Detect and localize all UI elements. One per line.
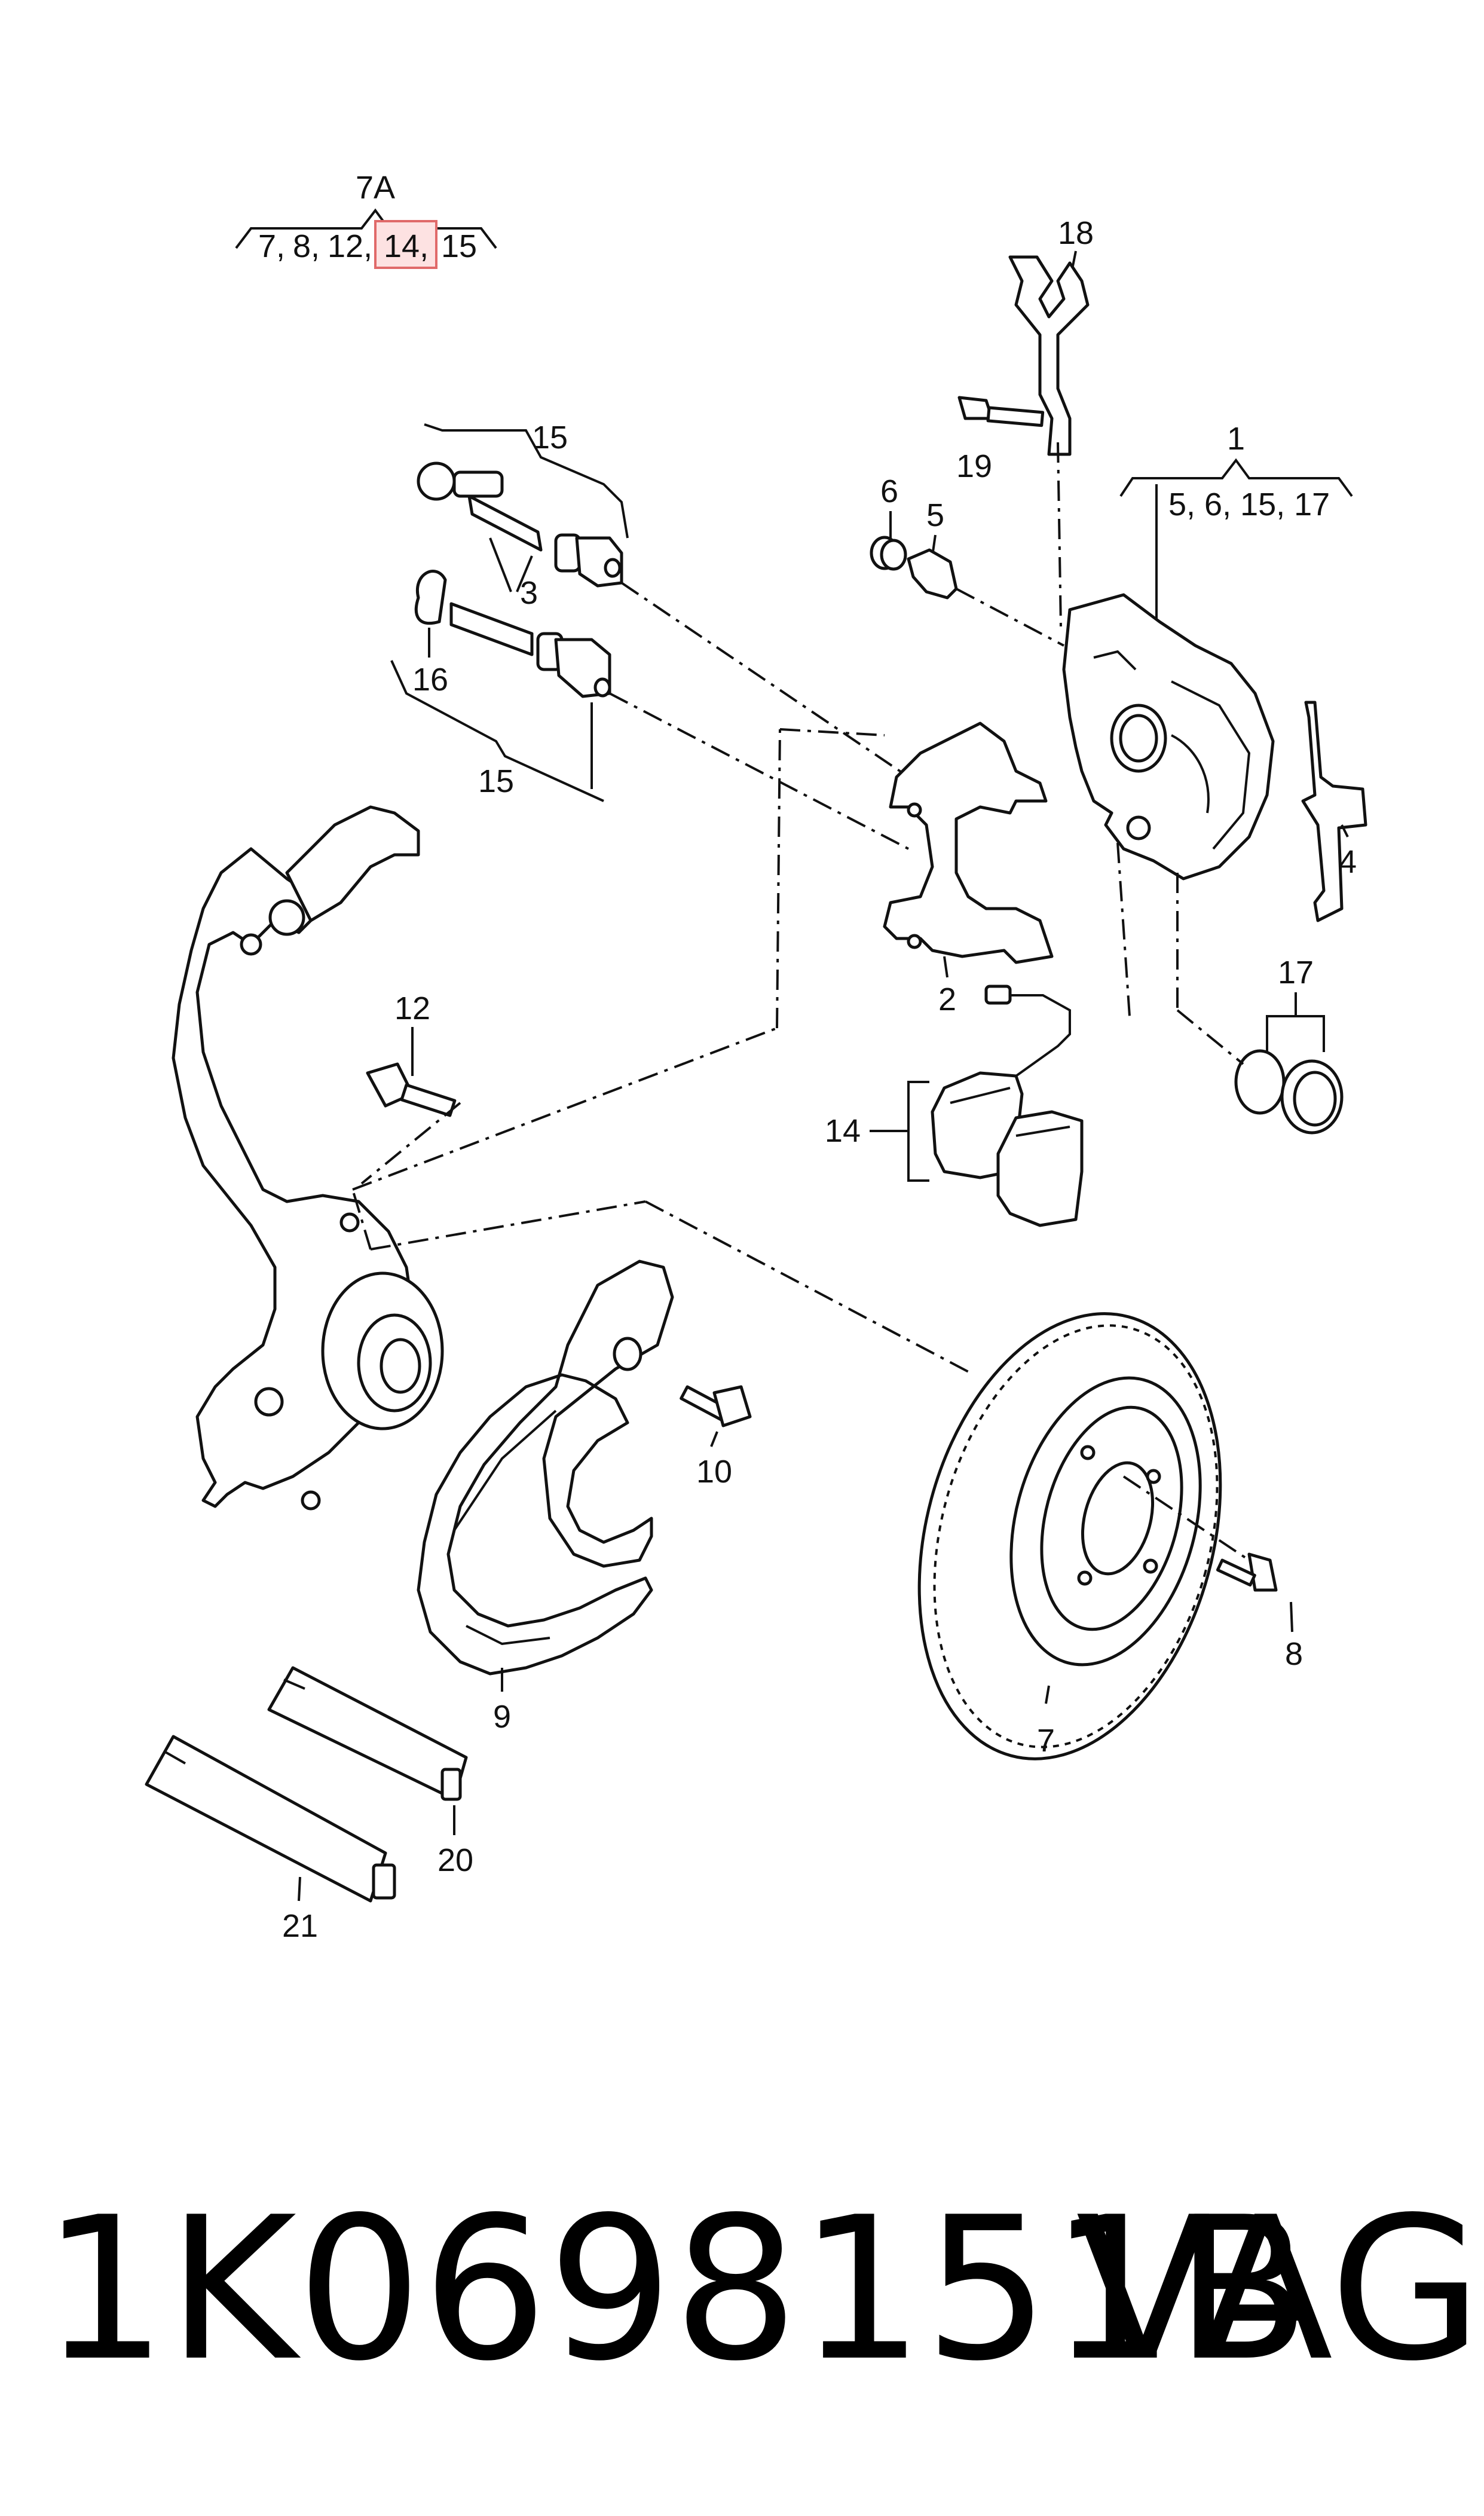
label-10: 10: [696, 1454, 732, 1490]
part-10-bolt: 10: [680, 1385, 752, 1490]
label-20: 20: [437, 1842, 473, 1878]
callout-1-label: 1: [1227, 421, 1245, 457]
part-21-grease-tube: 21: [145, 1735, 396, 1944]
callout-group-1: 1 5, 6, 15, 17: [1119, 421, 1353, 622]
highlight-box-14: [374, 220, 437, 269]
label-19: 19: [956, 448, 992, 484]
callout-7a-item-15: 15: [441, 228, 477, 264]
label-5: 5: [926, 497, 944, 533]
label-4: 4: [1339, 844, 1357, 880]
callout-7a-item-8: 8,: [293, 228, 320, 264]
part-3-guide-bolt: 3: [489, 537, 538, 611]
label-8: 8: [1285, 1636, 1303, 1672]
part-2-caliper-carrier: 2: [883, 722, 1054, 1017]
callout-1-items: 5, 6, 15, 17: [1168, 487, 1330, 522]
label-14: 14: [825, 1113, 861, 1149]
part-14-brake-pads: 14: [825, 985, 1084, 1227]
callout-7a-label: 7A: [356, 170, 395, 206]
part-19-bolt: 19: [956, 396, 1045, 484]
label-2: 2: [938, 982, 956, 1017]
label-16: 16: [412, 662, 448, 698]
part-18-bracket: 18: [1008, 215, 1094, 456]
part-8-countersunk-screw: 8: [1122, 1475, 1303, 1672]
label-6: 6: [880, 473, 898, 509]
label-21: 21: [282, 1908, 318, 1944]
part-15-guide-pin-bottom: 15: [390, 660, 604, 802]
callout-7a-item-14-highlighted[interactable]: 14,: [384, 228, 429, 264]
label-18: 18: [1058, 215, 1094, 251]
label-7: 7: [1037, 1723, 1055, 1759]
callout-7a-item-12: 12,: [328, 228, 372, 264]
part-17-piston-seal-kit: 17: [1234, 955, 1344, 1135]
label-12: 12: [394, 990, 430, 1026]
part-20-grease-tube: 20: [267, 1666, 473, 1878]
part-5-bleeder-screw: 5: [907, 497, 958, 600]
label-15-bottom: 15: [478, 763, 514, 799]
part-12-bolt: 12: [366, 990, 457, 1117]
brand-text: VAG: [1076, 2175, 1483, 2404]
callout-group-7a: 7A 7, 8, 12, 14, 15: [235, 170, 497, 269]
callout-7a-item-7: 7,: [258, 228, 285, 264]
part-15-guide-pin-top: 15: [417, 420, 629, 588]
part-16-clip: 16: [412, 570, 611, 698]
steering-knuckle: [172, 805, 444, 1511]
label-17: 17: [1278, 955, 1314, 990]
part-number-text: 1K0698151B: [42, 2175, 1311, 2404]
label-9: 9: [493, 1699, 511, 1735]
part-7-brake-disc: 7: [917, 1312, 1222, 1760]
label-3: 3: [520, 575, 538, 611]
part-1-brake-caliper: [1062, 593, 1275, 881]
part-9-splash-shield: 9: [417, 1259, 674, 1735]
footer: 1K0698151B VAG: [0, 2164, 1484, 2415]
part-6-cap: 6: [870, 473, 907, 571]
part-4-anti-rattle-spring: 4: [1301, 701, 1367, 922]
